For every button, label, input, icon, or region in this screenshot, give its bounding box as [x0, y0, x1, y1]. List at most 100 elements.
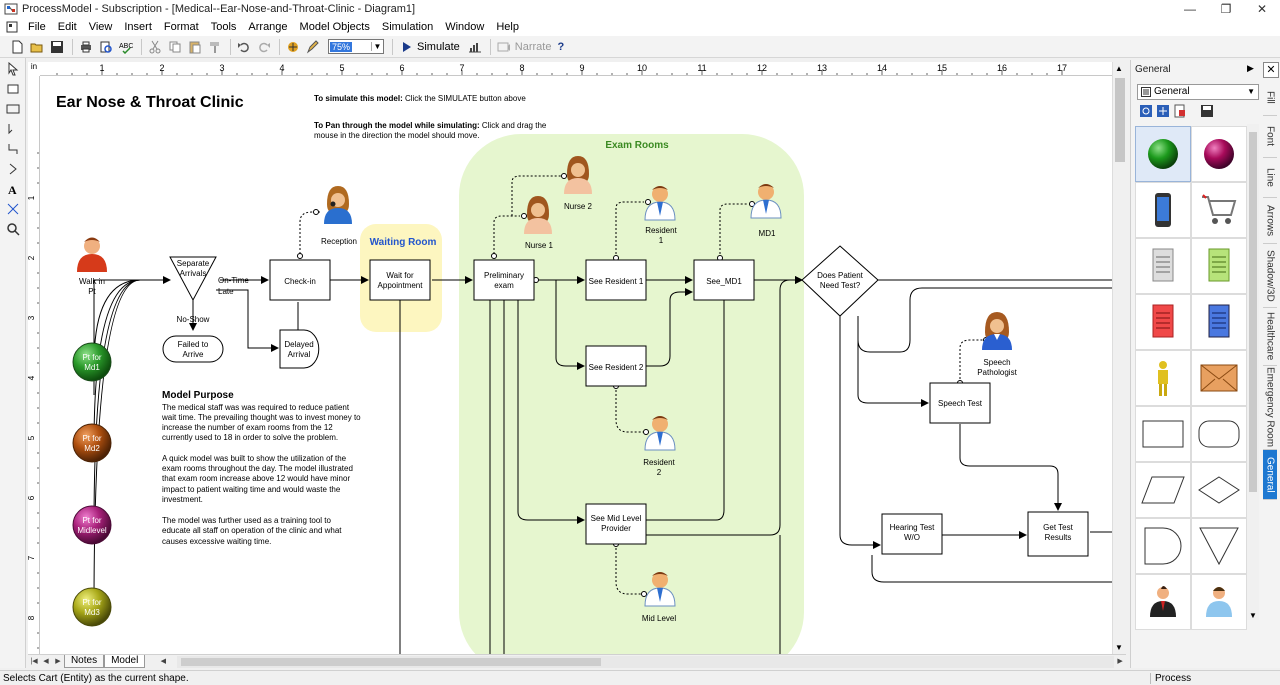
restore-button[interactable]: ❐ — [1220, 2, 1232, 16]
menu-model-objects[interactable]: Model Objects — [299, 21, 370, 33]
delayed-arrival-node[interactable]: Delayed Arrival — [279, 329, 320, 369]
wait-for-appointment-activity[interactable]: Wait for Appointment — [369, 259, 431, 301]
chevron-down-icon[interactable]: ▼ — [1115, 643, 1123, 652]
simulate-button[interactable]: Simulate — [417, 40, 460, 53]
palette-rounded-rectangle-shape[interactable] — [1191, 406, 1247, 462]
pt-for-md1-entity[interactable]: Pt for Md1 — [72, 342, 112, 382]
nurse-1-resource[interactable]: Nurse 1 — [524, 196, 554, 250]
menu-file[interactable]: File — [28, 21, 46, 33]
palette-document-blue-icon[interactable] — [1191, 294, 1247, 350]
first-sheet-icon[interactable]: |◀ — [30, 657, 38, 665]
menu-view[interactable]: View — [88, 21, 113, 33]
tab-arrows[interactable]: Arrows — [1263, 198, 1277, 244]
failed-to-arrive-node[interactable]: Failed to Arrive — [162, 335, 224, 363]
cut-icon[interactable] — [146, 38, 164, 56]
tab-shadow-3d[interactable]: Shadow/3D — [1263, 244, 1277, 308]
palette-category-select[interactable]: General ▼ — [1137, 84, 1259, 100]
arrow-tool-icon[interactable] — [2, 160, 24, 178]
vertical-scrollbar[interactable]: ▲ ▼ — [1112, 62, 1126, 654]
chart-icon[interactable] — [466, 38, 484, 56]
text-tool-icon[interactable]: A — [2, 180, 24, 198]
menu-window[interactable]: Window — [445, 21, 485, 33]
palette-triangle-shape[interactable] — [1191, 518, 1247, 574]
see-resident-2-activity[interactable]: See Resident 2 — [585, 345, 647, 387]
minimize-button[interactable]: — — [1184, 2, 1196, 16]
menu-edit[interactable]: Edit — [57, 21, 77, 33]
scroll-thumb[interactable] — [1115, 78, 1125, 162]
pencil-icon[interactable] — [304, 38, 322, 56]
see-mid-level-provider-activity[interactable]: See Mid Level Provider — [585, 503, 647, 545]
scroll-right-icon[interactable]: ▶ — [1117, 657, 1123, 665]
check-in-activity[interactable]: Check-in — [269, 259, 331, 301]
menu-arrange[interactable]: Arrange — [248, 21, 288, 33]
palette-businessman-icon[interactable] — [1135, 574, 1191, 630]
palette-parallelogram-shape[interactable] — [1135, 462, 1191, 518]
pt-for-midlevel-entity[interactable]: Pt for Midlevel — [72, 505, 112, 545]
speech-test-activity[interactable]: Speech Test — [929, 382, 991, 424]
resident-1-resource[interactable]: Resident 1 — [644, 185, 678, 245]
tab-emergency-room[interactable]: Emergency Room — [1263, 366, 1277, 450]
palette-document-gray-icon[interactable] — [1135, 238, 1191, 294]
separate-arrivals-node[interactable]: Separate Arrivals — [169, 256, 217, 302]
narrate-icon[interactable] — [495, 38, 513, 56]
help-button[interactable]: ? — [557, 40, 565, 53]
menu-help[interactable]: Help — [496, 21, 519, 33]
tab-line[interactable]: Line — [1263, 158, 1277, 198]
needs-test-decision[interactable]: Does Patient Need Test? — [801, 245, 879, 317]
horizontal-scrollbar[interactable] — [177, 655, 1115, 668]
play-icon[interactable] — [397, 38, 415, 56]
tab-model[interactable]: Model — [104, 655, 146, 668]
menu-format[interactable]: Format — [163, 21, 199, 33]
palette-diamond-shape[interactable] — [1191, 462, 1247, 518]
redo-icon[interactable] — [255, 38, 273, 56]
document-icon[interactable] — [6, 21, 18, 33]
palette-scrollbar[interactable]: ▼ — [1247, 124, 1259, 620]
mid-level-resource[interactable]: Mid Level — [642, 571, 676, 623]
palette-magenta-entity[interactable] — [1191, 126, 1247, 182]
connection-points-icon[interactable] — [2, 200, 24, 218]
close-window-button[interactable]: ✕ — [1256, 2, 1268, 16]
tab-font[interactable]: Font — [1263, 116, 1277, 158]
see-md1-activity[interactable]: See_MD1 — [693, 259, 755, 301]
reception-resource[interactable]: Reception — [321, 186, 357, 246]
nurse-2-resource[interactable]: Nurse 2 — [564, 156, 593, 211]
menu-insert[interactable]: Insert — [124, 21, 152, 33]
palette-phone-icon[interactable] — [1135, 182, 1191, 238]
chevron-down-icon[interactable]: ▼ — [371, 42, 383, 51]
scroll-thumb[interactable] — [181, 657, 602, 666]
save-icon[interactable] — [48, 38, 66, 56]
palette-file-icon[interactable] — [1173, 104, 1187, 118]
scroll-left-icon[interactable]: ◀ — [160, 657, 167, 665]
chevron-down-icon[interactable]: ▼ — [1249, 611, 1257, 620]
tab-healthcare[interactable]: Healthcare — [1263, 308, 1277, 366]
palette-delay-shape[interactable] — [1135, 518, 1191, 574]
palette-rectangle-shape[interactable] — [1135, 406, 1191, 462]
md1-resource[interactable]: MD1 — [750, 183, 782, 238]
speech-pathologist-resource[interactable]: Speech Pathologist — [977, 312, 1018, 377]
print-icon[interactable] — [77, 38, 95, 56]
next-sheet-icon[interactable]: ▶ — [55, 657, 61, 665]
narrate-button[interactable]: Narrate — [514, 40, 552, 53]
close-palette-button[interactable]: ✕ — [1263, 62, 1279, 78]
palette-save-icon[interactable] — [1200, 104, 1214, 118]
new-file-icon[interactable] — [8, 38, 26, 56]
tab-notes[interactable]: Notes — [63, 655, 105, 668]
palette-refresh-icon[interactable] — [1139, 104, 1153, 118]
spell-check-icon[interactable]: ABC — [117, 38, 135, 56]
palette-worker-icon[interactable] — [1191, 574, 1247, 630]
scroll-thumb[interactable] — [1249, 132, 1257, 492]
tab-general[interactable]: General — [1263, 450, 1277, 500]
open-folder-icon[interactable] — [28, 38, 46, 56]
zoom-tool-icon[interactable] — [2, 220, 24, 238]
pt-for-md3-entity[interactable]: Pt for Md3 — [72, 587, 112, 627]
pt-for-md2-entity[interactable]: Pt for Md2 — [72, 423, 112, 463]
get-test-results-activity[interactable]: Get Test Results — [1027, 511, 1089, 557]
palette-add-icon[interactable] — [1156, 104, 1170, 118]
chevron-down-icon[interactable]: ▼ — [1247, 87, 1255, 96]
copy-icon[interactable] — [166, 38, 184, 56]
elbow-connector-icon[interactable] — [2, 140, 24, 158]
format-painter-icon[interactable] — [206, 38, 224, 56]
pointer-icon[interactable] — [2, 60, 24, 78]
activity-tool-icon[interactable] — [2, 80, 24, 98]
palette-envelope-icon[interactable] — [1191, 350, 1247, 406]
